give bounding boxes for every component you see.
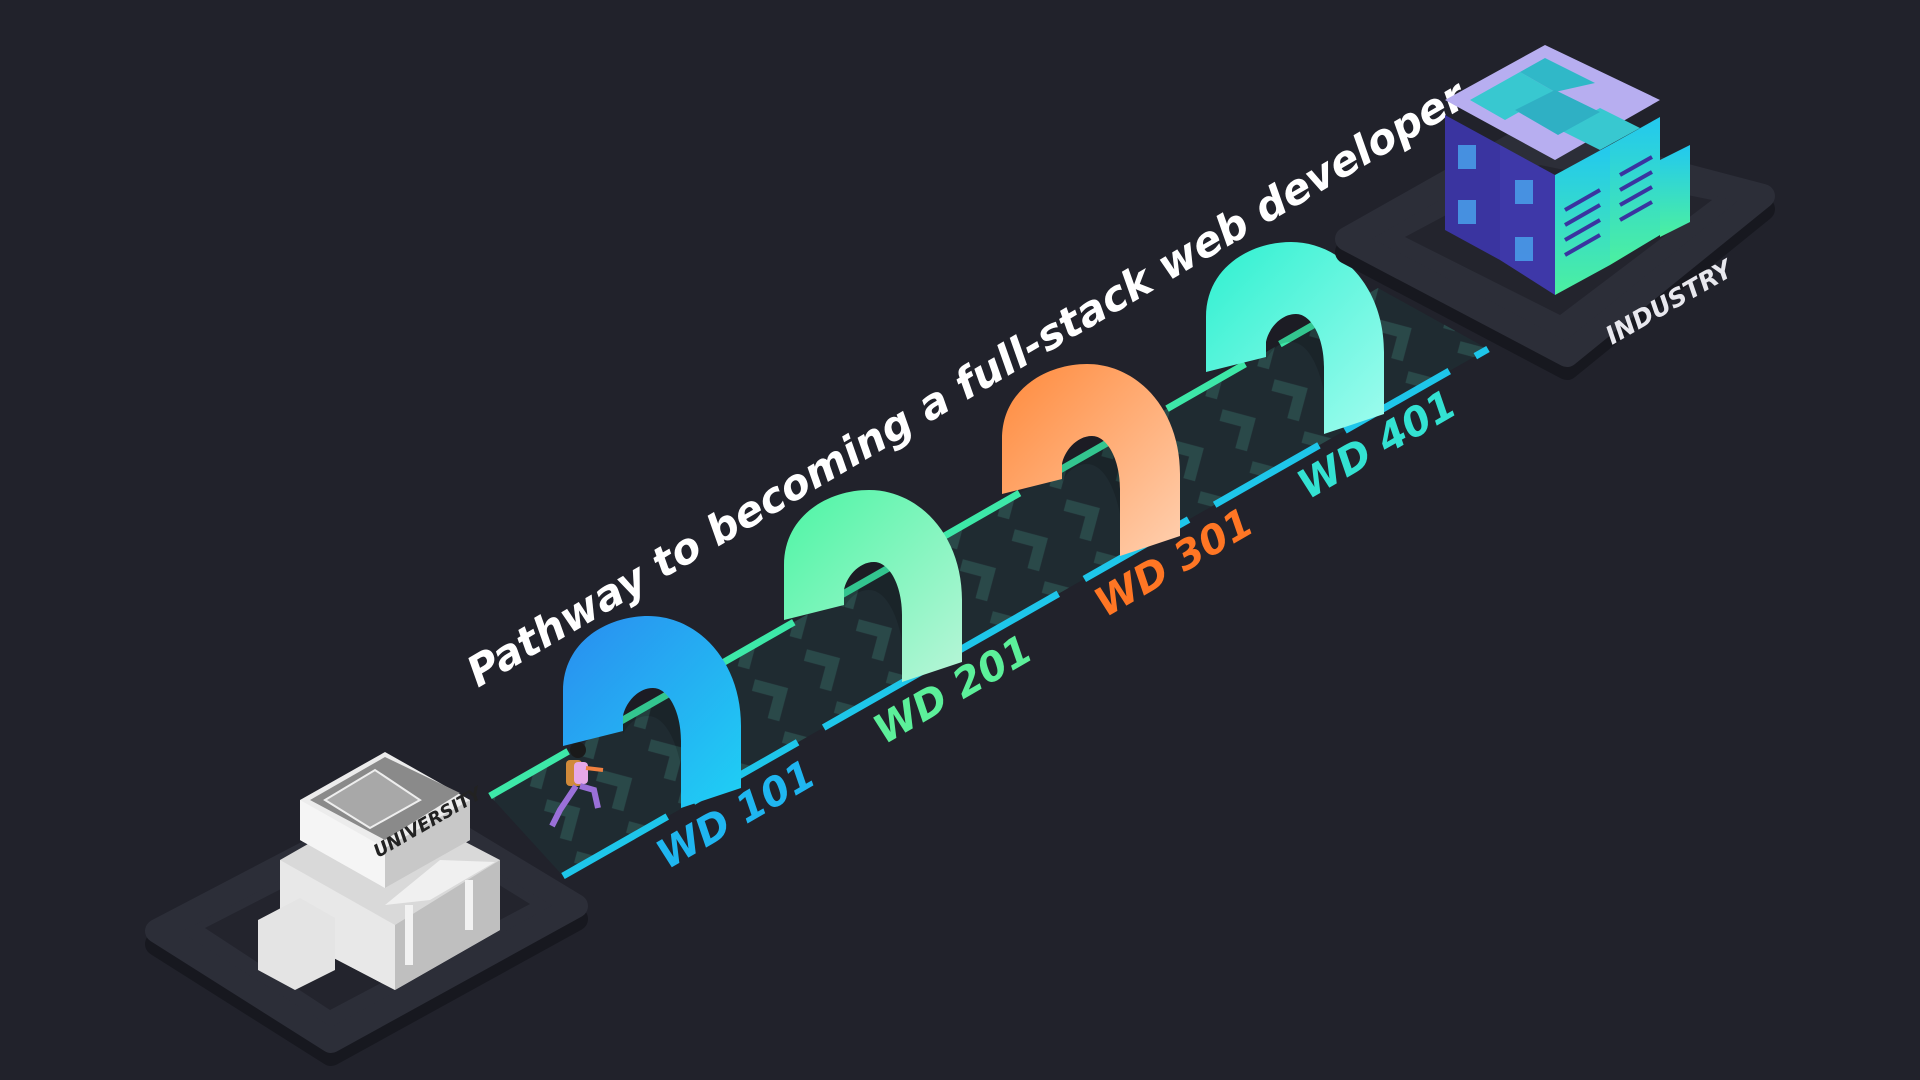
university-building: UNIVERSITY: [258, 752, 500, 990]
road-edge-top: [488, 284, 1380, 800]
column: [465, 880, 473, 930]
server-rack-cluster: [1445, 45, 1690, 295]
course-gate-arch-3: [1002, 364, 1180, 556]
student-runner-figure: [549, 742, 604, 828]
course-gate-arch-2: [784, 490, 962, 682]
column: [405, 905, 413, 965]
course-gate-arch-4: [1206, 242, 1384, 434]
course-gate-arch-1: [563, 616, 741, 808]
